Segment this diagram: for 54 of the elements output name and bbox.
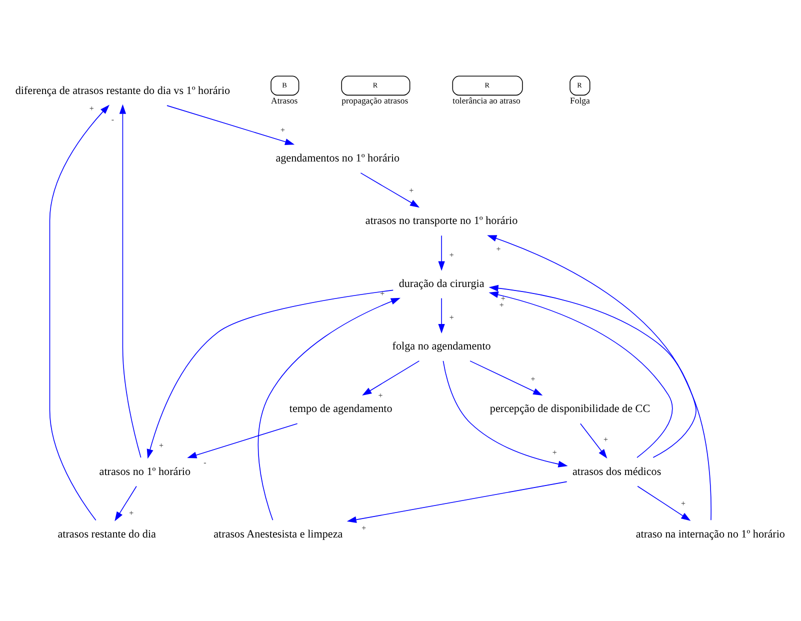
arrow — [470, 360, 543, 396]
edge-label: + — [680, 499, 686, 508]
node-label: Atrasos — [271, 96, 298, 106]
edge-label: + — [362, 523, 366, 532]
edge-label: + — [129, 508, 134, 518]
edge-label: - — [111, 114, 114, 124]
arrow — [487, 235, 696, 458]
node-text: atrasos dos médicos — [572, 466, 662, 478]
node-label: propagação atrasos — [342, 96, 408, 106]
arrow — [362, 360, 420, 396]
arrow — [360, 172, 420, 208]
arrow — [49, 104, 110, 521]
edge-label: + — [89, 104, 94, 114]
arrow — [114, 486, 137, 522]
edge-label: + — [496, 244, 501, 254]
arrow — [146, 290, 394, 459]
arrow — [488, 284, 712, 521]
edge-label: + — [530, 374, 536, 384]
node-label: tolerância ao atraso — [452, 96, 520, 106]
edge-label: + — [603, 435, 608, 444]
node-text: duração da cirurgia — [398, 278, 484, 290]
arrow — [637, 486, 691, 521]
node-text: atraso na internação no 1º horário — [636, 528, 785, 540]
node-text: folga no agendamento — [392, 340, 491, 353]
node-label: Folga — [570, 96, 590, 106]
arrow — [488, 291, 673, 458]
node-text: atrasos restante do dia — [58, 528, 156, 540]
edge-label: + — [159, 441, 164, 450]
arrow — [438, 235, 445, 271]
node-text: tempo de agendamento — [289, 403, 392, 416]
edge-label: + — [378, 391, 383, 400]
node-text: agendamentos no 1º horário — [276, 152, 400, 165]
node-text: diferença de atrasos restante do dia vs 1º horário — [15, 85, 230, 98]
node-text: atrasos no 1º horário — [99, 466, 191, 478]
edge-label: + — [449, 312, 454, 322]
edge-label: + — [499, 300, 504, 310]
arrow — [119, 104, 142, 458]
arrow — [166, 105, 295, 146]
arrow — [258, 298, 400, 520]
edge-label: + — [552, 448, 557, 458]
node-text: percepção de disponibilidade de CC — [490, 403, 650, 416]
arrow — [442, 360, 568, 468]
edge-label: + — [500, 294, 506, 303]
edge-label: + — [280, 126, 285, 135]
edge-label: + — [449, 250, 454, 260]
arrow — [580, 423, 608, 459]
node-text: atrasos Anestesista e limpeza — [214, 528, 343, 540]
edge-label: - — [204, 458, 206, 467]
arrow — [346, 481, 568, 523]
arrow — [438, 298, 445, 334]
node-text: atrasos no transporte no 1º horário — [365, 215, 518, 228]
edge-label: + — [380, 289, 385, 298]
arrow — [187, 423, 298, 458]
edge-label: + — [409, 186, 414, 196]
